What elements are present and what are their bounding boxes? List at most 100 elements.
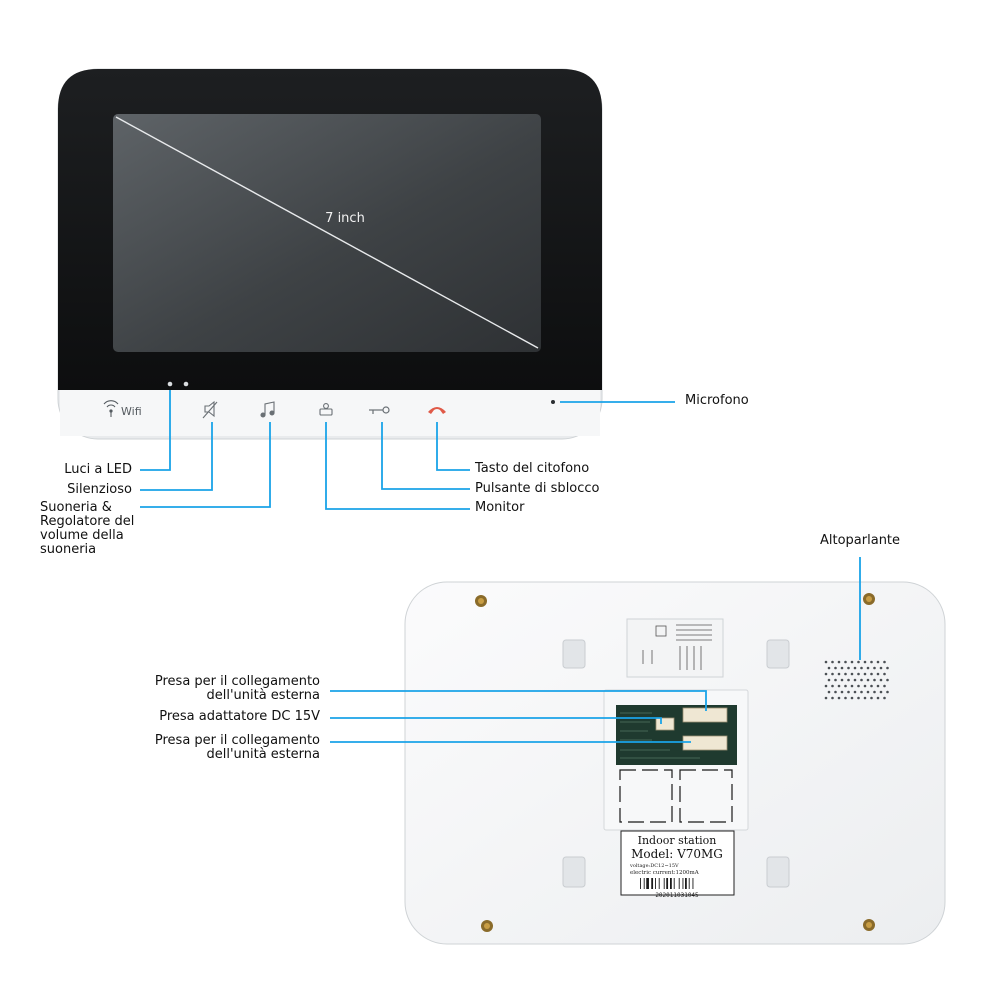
barcode-bar [682, 878, 684, 889]
speaker-hole [863, 660, 867, 664]
callout-outdoor-port-2: Presa per il collegamento dell'unità est… [154, 733, 320, 762]
speaker-hole [844, 672, 847, 676]
speaker-hole [876, 696, 880, 700]
mounting-screw [475, 595, 487, 607]
speaker-hole [857, 696, 860, 700]
callout-unlock-button: Pulsante di sblocco [475, 481, 600, 496]
dc-connector [655, 717, 675, 731]
speaker-hole [831, 660, 834, 664]
wifi-label: Wifi [121, 405, 142, 418]
speaker-hole [879, 666, 883, 670]
barcode-bar [673, 878, 675, 889]
back-callout-lines [330, 557, 861, 743]
speaker-hole [886, 678, 889, 682]
barcode-bar [663, 878, 665, 889]
monitor-icon [319, 403, 333, 416]
speaker-hole [831, 672, 834, 676]
speaker-hole [850, 684, 854, 688]
speaker-hole [870, 660, 873, 664]
callout-mute: Silenzioso [67, 482, 132, 497]
callout-outdoor-port-1: Presa per il collegamento dell'unità est… [154, 674, 320, 703]
callout-line-mute [140, 422, 213, 491]
speaker-hole [857, 660, 860, 664]
speaker-hole [883, 672, 886, 676]
barcode-bar [640, 878, 641, 889]
speaker-hole [866, 678, 870, 682]
outdoor-unit-connector [682, 707, 728, 723]
key-icon [369, 406, 390, 414]
barcode-bar [688, 878, 690, 889]
speaker-hole [827, 666, 831, 670]
speaker-hole [837, 696, 841, 700]
speaker-hole [879, 690, 883, 694]
speaker-hole [834, 690, 837, 694]
wifi-icon [103, 400, 119, 417]
led-light [167, 381, 173, 387]
speaker-hole [844, 660, 847, 664]
battery-compartment [619, 769, 733, 823]
barcode-bar [670, 878, 672, 889]
speaker-hole [886, 690, 889, 694]
speaker-hole [860, 678, 863, 682]
speaker-hole [850, 672, 854, 676]
mounting-slot [766, 639, 790, 669]
barcode-bar [643, 878, 645, 889]
barcode-bar [678, 878, 680, 889]
speaker-hole [840, 690, 844, 694]
music-note-icon [260, 401, 275, 418]
speaker-hole [857, 672, 860, 676]
speaker-grille [824, 660, 889, 700]
callout-line-unlock [381, 422, 470, 490]
barcode-bar [651, 878, 654, 889]
speaker-hole [866, 666, 870, 670]
speaker-hole [886, 666, 889, 670]
back-unit: Indoor station Model: V70MG voltage:DC12… [404, 581, 946, 945]
barcode [640, 878, 694, 889]
mounting-screw [863, 593, 875, 605]
mounting-screw [863, 919, 875, 931]
callout-intercom-key: Tasto del citofono [475, 461, 590, 476]
speaker-hole [827, 690, 831, 694]
screen-size-label: 7 inch [325, 211, 365, 226]
speaker-hole [837, 660, 841, 664]
speaker-hole [824, 696, 828, 700]
speaker-hole [879, 678, 883, 682]
wiring-sticker [626, 618, 724, 678]
speaker-hole [844, 696, 847, 700]
speaker-hole [873, 666, 876, 670]
mounting-slot [766, 856, 790, 888]
speaker-hole [876, 684, 880, 688]
mounting-slot [562, 856, 586, 888]
speaker-hole [850, 696, 854, 700]
barcode-bar [692, 878, 694, 889]
barcode-bar [658, 878, 660, 889]
callout-microphone: Microfono [685, 393, 749, 408]
callout-dc-adapter-port: Presa adattatore DC 15V [159, 709, 320, 724]
phone-icon [428, 407, 446, 414]
speaker-hole [860, 690, 863, 694]
speaker-hole [863, 696, 867, 700]
callout-line-monitor [325, 422, 470, 510]
callout-line-dc [330, 717, 662, 724]
product-label [620, 830, 735, 896]
speaker-hole [863, 684, 867, 688]
screen-diagonal [115, 116, 539, 349]
speaker-hole [834, 678, 837, 682]
speaker-hole [863, 672, 867, 676]
speaker-hole [824, 672, 828, 676]
speaker-hole [853, 690, 857, 694]
speaker-hole [866, 690, 870, 694]
speaker-hole [853, 666, 857, 670]
speaker-hole [857, 684, 860, 688]
outdoor-unit-connector [682, 735, 728, 751]
microphone-hole [551, 400, 555, 404]
wiring-diagram [642, 624, 712, 670]
mounting-screw [481, 920, 493, 932]
callout-monitor: Monitor [475, 500, 525, 515]
speaker-hole [847, 690, 850, 694]
label-voltage: voltage:DC12~15V [629, 863, 679, 869]
speaker-hole [831, 696, 834, 700]
speaker-hole [824, 684, 828, 688]
callout-line-ringtone [140, 422, 271, 508]
barcode-bar [685, 878, 687, 889]
